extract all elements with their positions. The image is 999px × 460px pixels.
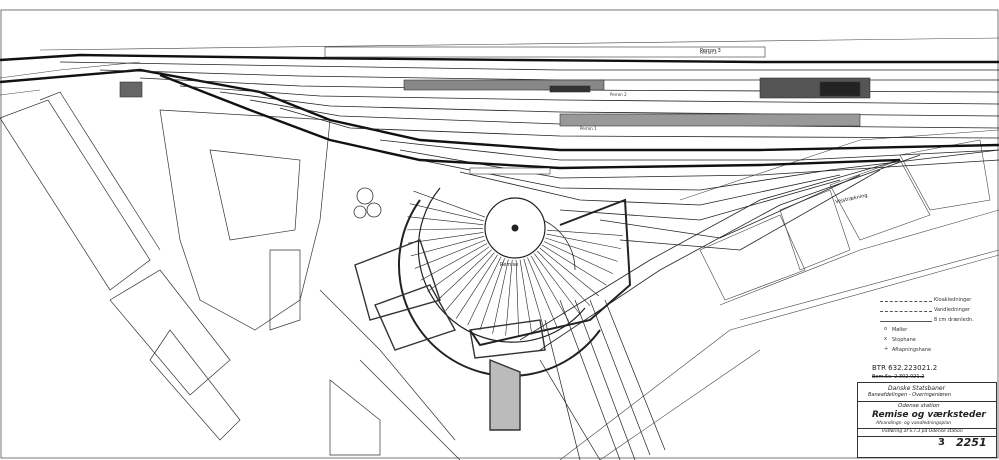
legend-label: 8 cm drænledn. [934,317,974,323]
drawing-subtitle: Afvandings- og vandledningsplan [876,421,952,426]
legend-line-dashed [880,301,932,302]
label-perron: Perron 3 [700,48,721,54]
drawing-title: Remise og værksteder [872,410,986,420]
roundhouse-stall-line [546,229,623,236]
revision-note: Indføring af S.T.3 på Odense station [882,429,963,434]
main-tracks [0,53,999,170]
legend-item-vand: Vandledninger [880,306,998,316]
legend-label: Vandledninger [934,307,971,313]
roundhouse-stall-line [413,190,486,218]
drawing-number: 2251 [956,436,987,449]
roundhouse-stall-line [534,253,581,315]
roundhouse-stall-line [527,257,558,328]
legend-label: Kloakledninger [934,297,972,303]
roundhouse-stall-line [479,258,505,331]
yard-tracks [539,299,666,460]
legend-item-aftapning: + Aftapningshane [880,346,998,356]
sheet-number: 3 [938,437,945,448]
roundhouse-stall-line [545,237,618,262]
roundhouse-stall-line [519,259,533,335]
svg-text:Perron 2: Perron 2 [610,92,627,97]
roundhouse-stalls [407,190,623,336]
org-line2: Baneafdelingen - Overingeniøren [868,392,951,398]
svg-text:Perron 1: Perron 1 [580,126,597,131]
roundhouse-stall-line [445,252,495,311]
doc-number: BTR 632.223021.2 [872,364,938,372]
legend-label: Møller [892,327,908,333]
roundhouse-stall-line [409,203,484,222]
legend-label: Stophane [892,337,916,343]
legend-symbol: x [884,336,887,342]
roundhouse-stall-line [455,254,498,319]
gas-holders [353,187,382,219]
roundhouse-stall-line [407,228,484,231]
roundhouse-stall-line [523,258,546,332]
legend-line-dashed [880,311,932,312]
roundhouse-stall-line [546,233,622,249]
org-line1: Danske Statsbaner [888,385,946,392]
roundhouse-stall-line [492,259,509,334]
roundhouse-stall-line [515,259,520,336]
roundhouse-stall-line [467,256,502,326]
roundhouse-stall-line [410,235,485,257]
legend-item-kloak: Kloakledninger [880,296,998,306]
label-remise: Remise [500,262,519,268]
legend-item-stophane: x Stophane [880,336,998,346]
roundhouse-stall-line [539,247,600,297]
legend-line-solid [880,321,932,322]
legend-symbol: + [884,346,889,352]
roundhouse-stall-line [541,244,607,286]
roundhouse-stall-line [435,249,492,302]
roundhouse-stall-line [530,255,570,322]
drawing-border [0,9,999,459]
track-annotations: Perron 3 Perron 2 Perron 1 [580,50,717,131]
city-blocks [0,91,461,460]
legend-item-moller: o Møller [880,326,998,336]
title-block: Danske Statsbaner Baneafdelingen - Overi… [857,382,997,458]
station-name: Odense station [898,403,940,409]
annex-buildings [354,239,546,431]
roundhouse-stall-line [537,250,591,306]
legend-label: Aftapningshane [892,347,932,353]
buildings-right [559,129,999,460]
roundhouse-stall-line [414,239,486,269]
platforms [119,46,871,175]
svg-text:Perron 3: Perron 3 [700,50,717,55]
legend: Kloakledninger Vandledninger 8 cm drænle… [880,296,998,356]
roundhouse-stall-line [407,216,484,225]
street-lines [0,37,999,96]
legend-symbol: o [884,326,888,332]
roundhouse-stall-line [505,259,513,336]
roundhouse-stall-line [543,241,614,274]
legend-item-draen: 8 cm drænledn. [880,316,998,326]
roundhouse-stall-line [427,246,490,292]
doc-number-old: Bem.5c. 2.302.021.2 [872,374,925,380]
